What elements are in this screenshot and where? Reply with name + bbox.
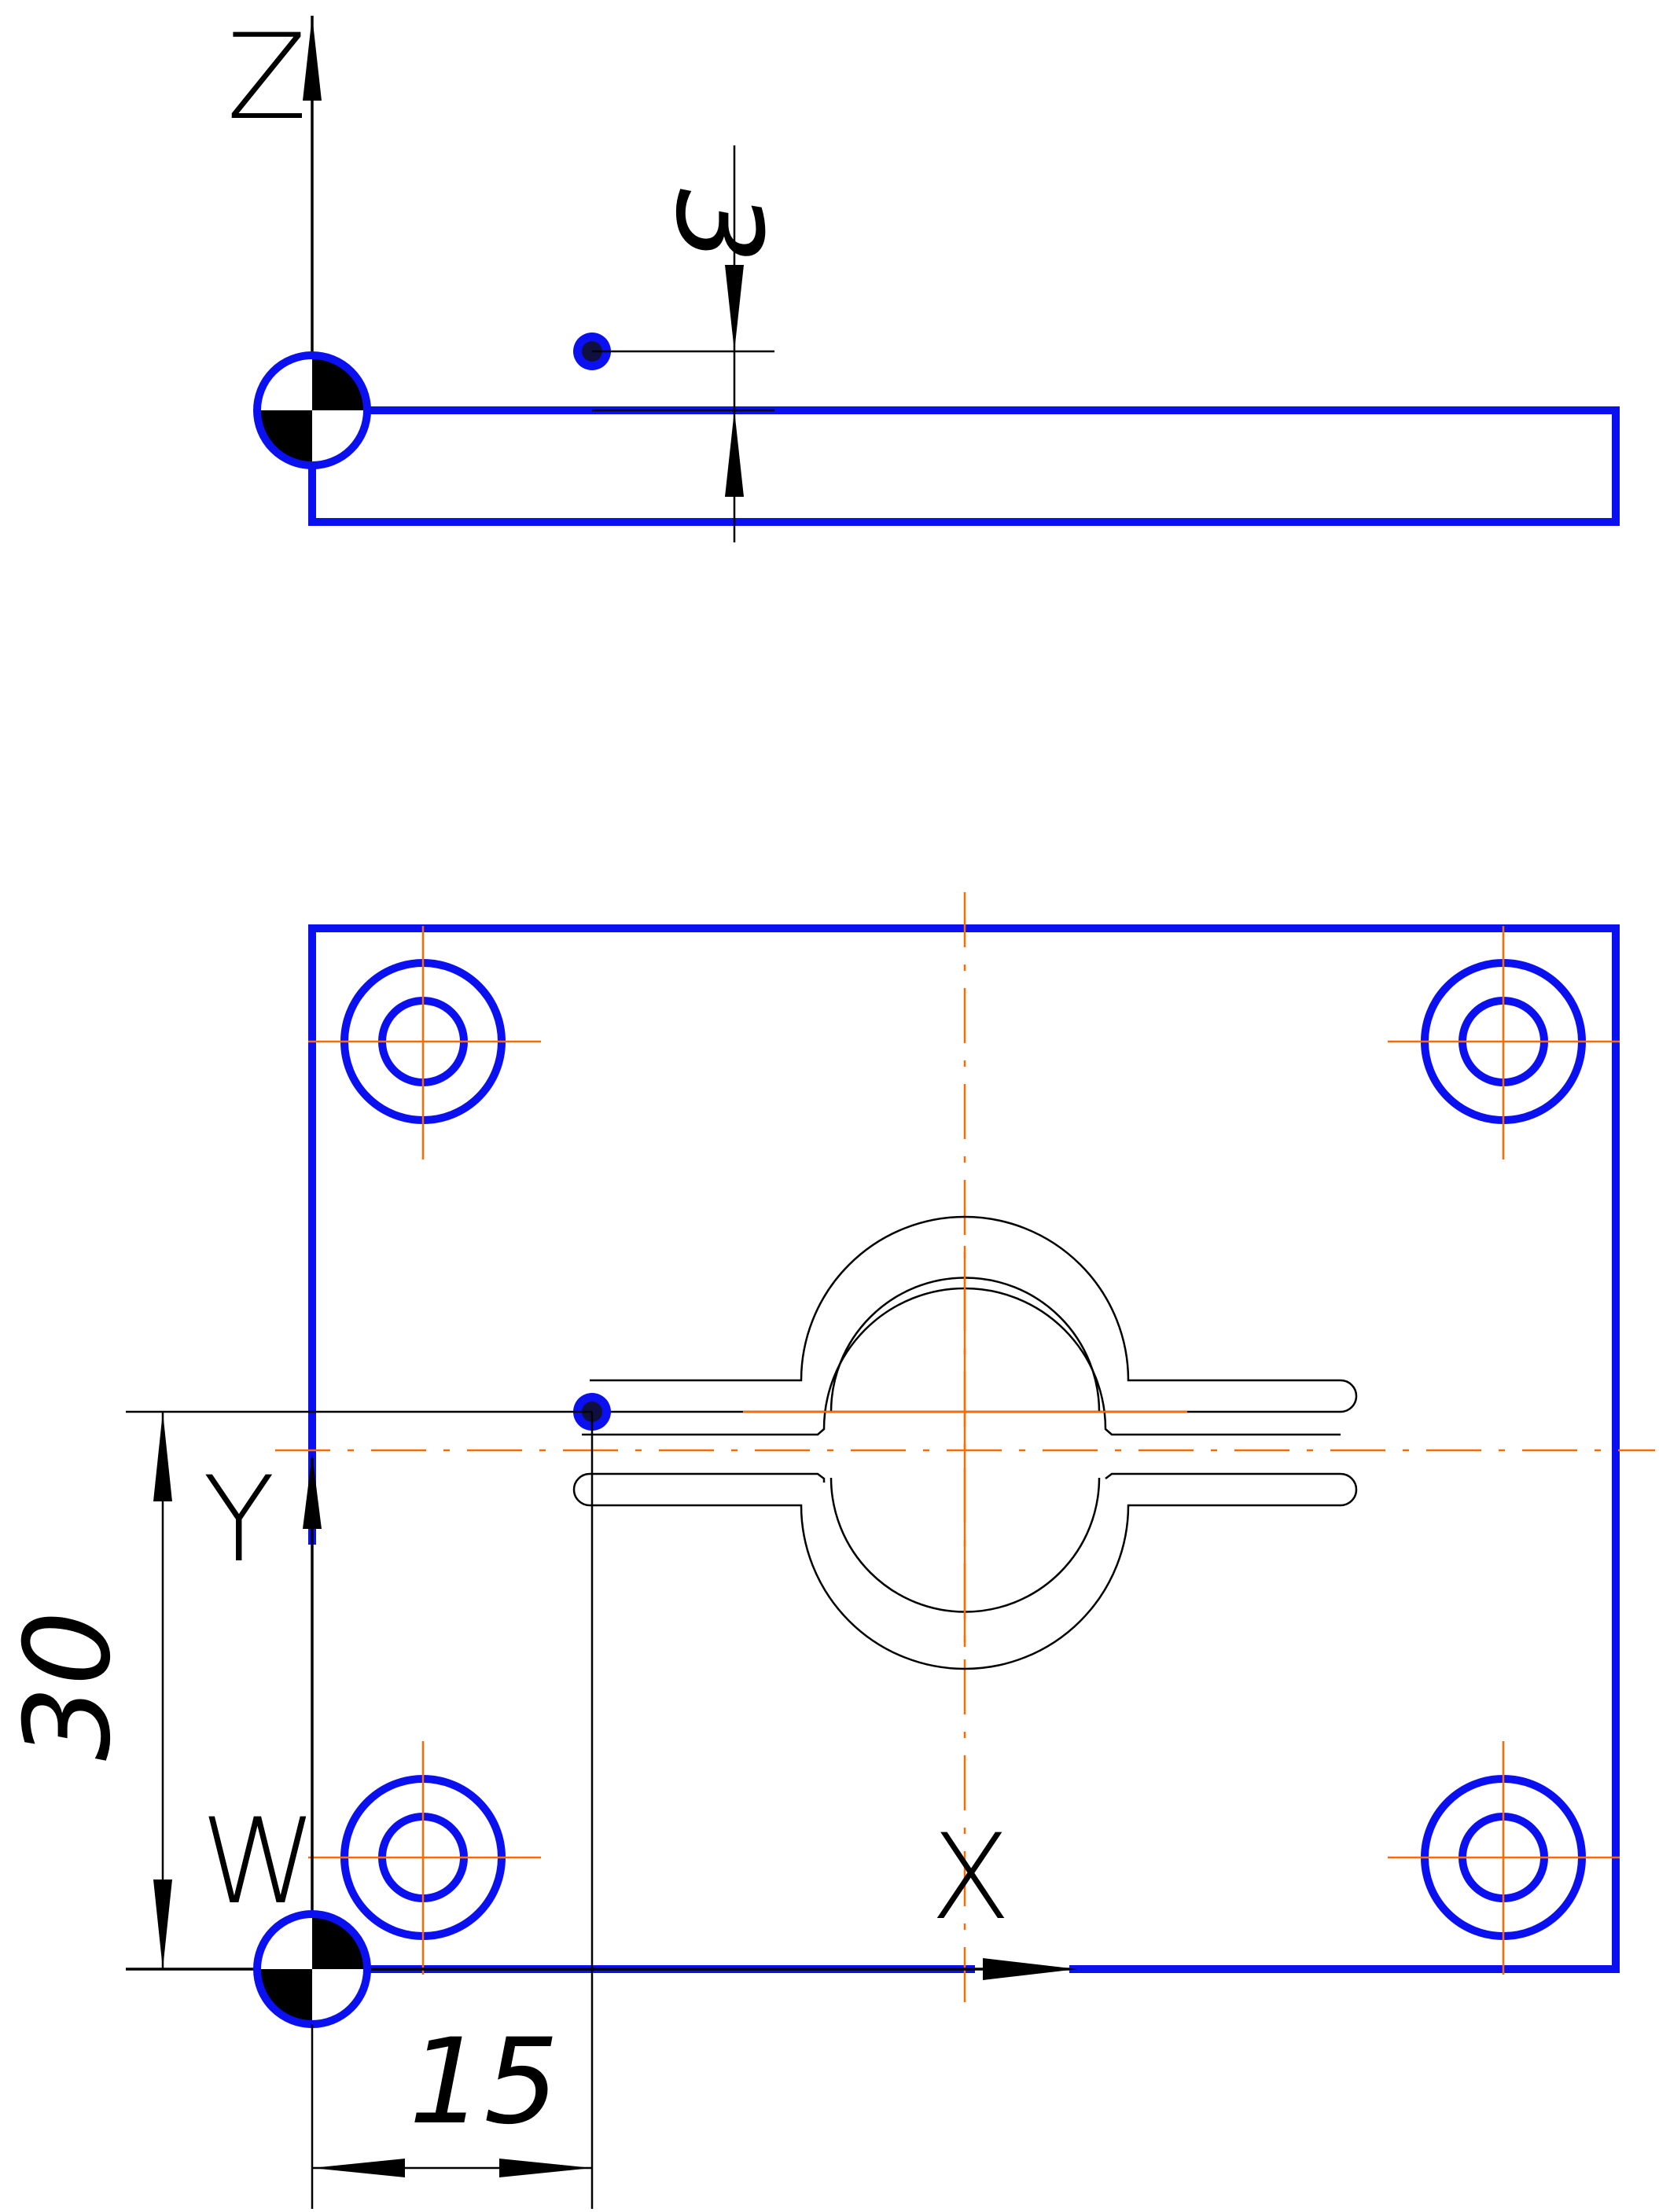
z-axis-label: Z xyxy=(226,9,307,146)
x-axis-label: X xyxy=(930,1810,1011,1946)
central-cutout xyxy=(572,1215,1358,1670)
y-axis-label: Y xyxy=(203,1452,275,1589)
side-plate-outline xyxy=(308,406,1620,526)
hole-top-right xyxy=(1388,926,1620,1159)
origin-label: W xyxy=(200,1794,317,1931)
dim30-arrow-icon-bottom xyxy=(153,1879,172,1969)
x-axis-arrow-icon xyxy=(983,1958,1077,1980)
dim15-arrow-icon-left xyxy=(312,2159,405,2177)
dim15-value: 15 xyxy=(409,2014,559,2151)
y-axis-arrow-icon xyxy=(303,1454,322,1529)
hole-bottom-left xyxy=(308,1741,541,1975)
hole-bottom-right xyxy=(1388,1741,1620,1975)
z-axis-arrow-icon xyxy=(303,16,322,101)
plate-outline xyxy=(308,924,1620,1973)
dim3-value: 3 xyxy=(649,189,786,263)
dim3-arrow-icon-bottom xyxy=(725,410,744,497)
side-view: Z 3 xyxy=(226,9,1620,542)
dim3-arrow-icon-top xyxy=(725,265,744,351)
side-origin-marker-icon xyxy=(253,351,371,469)
dim30-arrow-icon-top xyxy=(153,1412,172,1501)
plan-view: Y X W 30 15 xyxy=(0,892,1655,2209)
hole-top-left xyxy=(308,926,541,1159)
dim15-arrow-icon-right xyxy=(499,2159,592,2177)
dim30-value: 30 xyxy=(0,1611,137,1761)
plan-origin-marker-icon xyxy=(253,1910,371,2028)
